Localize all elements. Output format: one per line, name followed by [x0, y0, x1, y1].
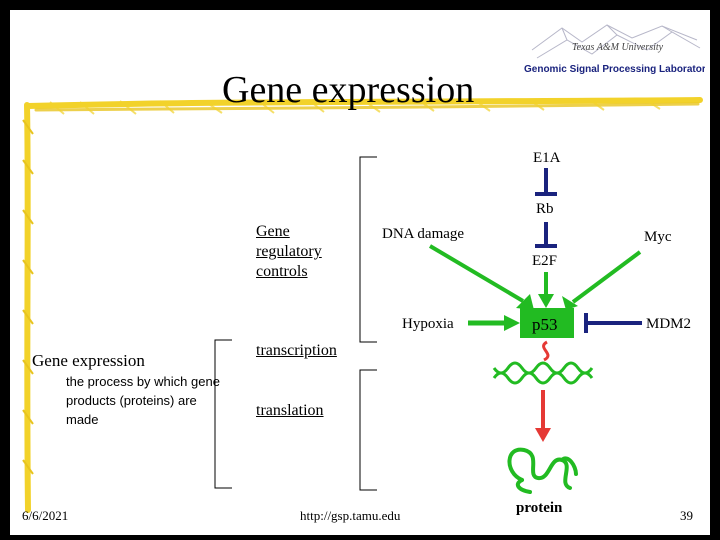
node-dna-damage: DNA damage — [382, 226, 465, 242]
mrna-squiggle — [542, 340, 550, 362]
dna-helix — [492, 361, 594, 385]
page-number: 39 — [680, 508, 693, 523]
left-brush-line — [22, 102, 34, 513]
title-underline — [25, 97, 703, 115]
diagram-canvas — [214, 156, 642, 494]
p53-box — [520, 308, 574, 338]
expression-bracket — [214, 339, 232, 489]
node-mdm2: MDM2 — [646, 316, 692, 332]
gsp-logo: Texas A&M University Genomic Signal Proc… — [522, 20, 710, 75]
node-protein: protein — [516, 500, 563, 516]
transcription-link[interactable]: transcription — [256, 342, 337, 359]
node-hypoxia: Hypoxia — [402, 316, 454, 332]
logo-university-text: Texas A&M University — [572, 42, 664, 53]
dna-damage-activates-p53 — [428, 244, 534, 310]
logo-lab-text: Genomic Signal Processing Laboratory — [524, 64, 705, 75]
footer-date: 6/6/2021 — [22, 508, 69, 523]
rb-inhibits-e2f — [535, 222, 557, 248]
node-p53: p53 — [532, 315, 558, 334]
mdm2-inhibits-p53 — [584, 313, 642, 333]
node-myc: Myc — [644, 229, 672, 245]
footer-url[interactable]: http://gsp.tamu.edu — [300, 508, 401, 523]
translation-bracket — [359, 369, 377, 491]
slide-title: Gene expression — [222, 69, 475, 111]
hypoxia-activates-p53 — [468, 315, 520, 331]
translation-arrow — [535, 390, 551, 442]
gene-regulatory-controls-link[interactable]: Gene regulatory controls — [256, 223, 322, 280]
e2f-activates-p53 — [538, 272, 554, 308]
node-rb: Rb — [536, 201, 554, 217]
slide: Gene expression Texas A&M University Gen… — [10, 10, 710, 535]
gene-expression-heading: Gene expression — [32, 351, 145, 370]
e1a-inhibits-rb — [535, 168, 557, 196]
translation-link[interactable]: translation — [256, 402, 324, 419]
regulatory-bracket — [359, 156, 377, 343]
protein-shape — [507, 447, 578, 494]
myc-activates-p53 — [562, 250, 642, 310]
logo-graphic: Texas A&M University Genomic Signal Proc… — [524, 24, 710, 75]
node-e1a: E1A — [533, 150, 561, 166]
gene-expression-description: the process by which gene products (prot… — [66, 374, 220, 427]
node-e2f: E2F — [532, 253, 558, 269]
